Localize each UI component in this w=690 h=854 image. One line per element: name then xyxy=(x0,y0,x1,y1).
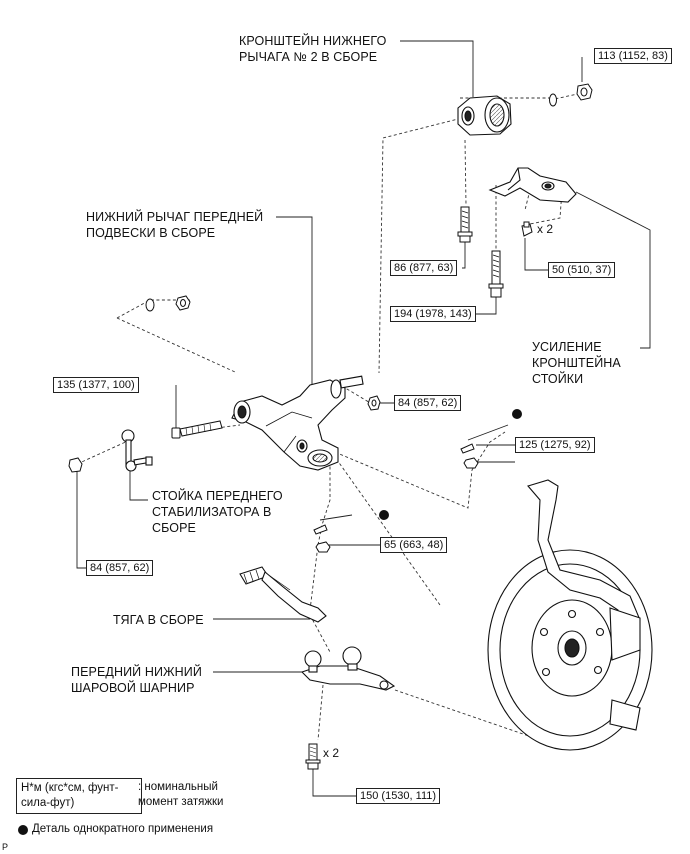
reference-code: P xyxy=(2,842,9,852)
cotter-pin-and-nut-65 xyxy=(313,524,331,553)
torque-113: 113 (1152, 83) xyxy=(594,48,672,64)
nut-84-left xyxy=(68,457,83,473)
front-lower-ball-joint xyxy=(300,646,396,691)
label-lower-arm-bracket: КРОНШТЕЙН НИЖНЕГО РЫЧАГА № 2 В СБОРЕ xyxy=(239,34,387,64)
torque-125: 125 (1275, 92) xyxy=(515,437,595,453)
label-stabilizer-link: СТОЙКА ПЕРЕДНЕГО СТАБИЛИЗАТОРА В СБОРЕ xyxy=(152,489,283,535)
torque-150: 150 (1530, 111) xyxy=(356,788,441,804)
nut-84 xyxy=(367,395,381,411)
legend-non-reusable-text: Деталь однократного применения xyxy=(32,823,214,835)
torque-84-arm: 84 (857, 62) xyxy=(394,395,462,411)
bolt-86 xyxy=(457,206,473,243)
torque-135: 135 (1377, 100) xyxy=(53,377,139,393)
washer-and-nut-113 xyxy=(549,83,593,107)
bolt-194 xyxy=(488,250,504,298)
label-strut-reinforcement: УСИЛЕНИЕ КРОНШТЕЙНА СТОЙКИ xyxy=(532,340,621,386)
torque-65: 65 (663, 48) xyxy=(380,537,448,553)
bolt-135 xyxy=(171,420,223,439)
non-reusable-markers xyxy=(379,409,522,520)
quantity-x2-bolt-150: x 2 xyxy=(323,746,340,760)
torque-84-link: 84 (857, 62) xyxy=(86,560,154,576)
leader-lines xyxy=(76,40,651,797)
legend-unit-box: Н*м (кгс*см, фунт- сила-фут) xyxy=(16,778,142,814)
label-ball-joint: ПЕРЕДНИЙ НИЖНИЙ ШАРОВОЙ ШАРНИР xyxy=(71,665,202,695)
tie-rod-assembly xyxy=(239,566,327,623)
legend-non-reusable-dot xyxy=(18,825,28,835)
front-lower-suspension-arm xyxy=(231,375,364,471)
torque-50: 50 (510, 37) xyxy=(548,262,616,278)
label-tie-rod: ТЯГА В СБОРЕ xyxy=(113,613,204,627)
torque-86: 86 (877, 63) xyxy=(390,260,458,276)
bolt-150 xyxy=(305,743,321,770)
lower-arm-bracket-no2 xyxy=(457,95,512,136)
steering-knuckle-and-disc xyxy=(487,479,653,751)
strut-bracket-reinforcement xyxy=(488,167,577,203)
label-front-lower-arm: НИЖНИЙ РЫЧАГ ПЕРЕДНЕЙ ПОДВЕСКИ В СБОРЕ xyxy=(86,210,264,240)
torque-194: 194 (1978, 143) xyxy=(390,306,476,322)
cotter-pin-and-nut-125 xyxy=(460,443,479,469)
legend-unit-description: : номинальный момент затяжки xyxy=(138,781,224,808)
quantity-x2-bolt-50: x 2 xyxy=(537,222,554,236)
front-stabilizer-link xyxy=(121,429,153,472)
washer-and-nut-left xyxy=(145,295,191,312)
bolt-50 xyxy=(521,221,533,237)
